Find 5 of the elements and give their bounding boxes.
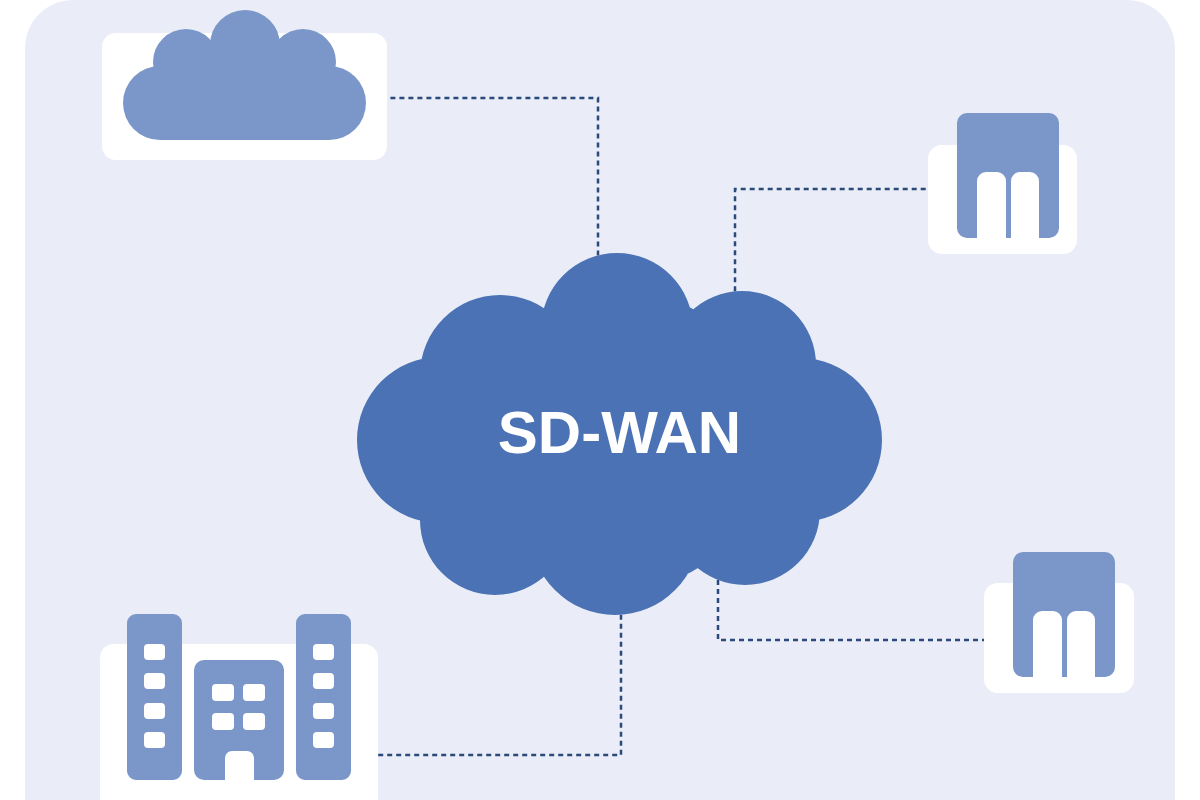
- connector-line: [387, 96, 600, 256]
- connector-line: [716, 580, 984, 642]
- connector-line: [733, 187, 928, 292]
- cloud-label: SD-WAN: [497, 399, 742, 466]
- connector-line: [378, 614, 623, 757]
